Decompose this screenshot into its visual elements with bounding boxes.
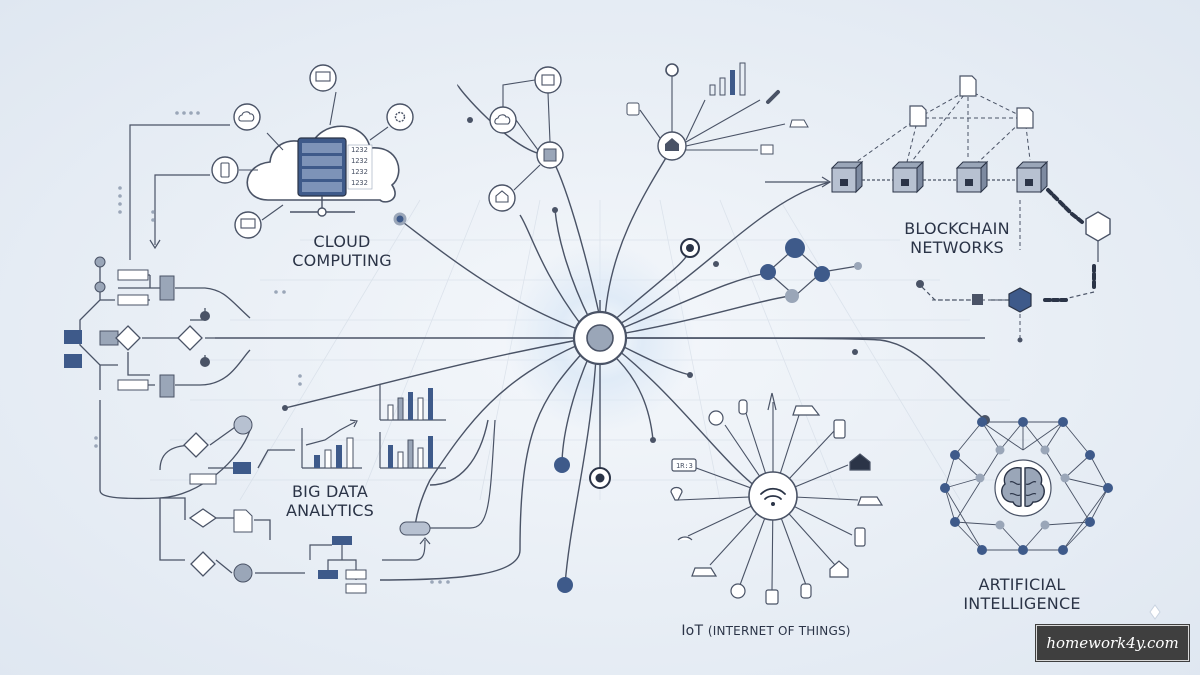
iot-hub: 1R:3 [670,392,884,605]
monitor-icon [309,64,337,92]
dial-icon [730,583,746,599]
camera-node-icon [534,66,562,94]
central-hub [572,310,628,366]
smart-home-cluster [626,62,809,161]
block-2 [891,160,925,194]
document-icons [909,75,1034,129]
big-data-analytics-label: BIG DATA ANALYTICS [270,482,390,520]
watermark-badge: homework4y.com [1035,624,1190,662]
artificial-intelligence-label: ARTIFICIAL INTELLIGENCE [952,575,1092,613]
router-icon [765,589,779,605]
iot-device-icons [670,392,884,605]
wifi-small-icon [677,536,693,541]
blockchain-networks-label: BLOCKCHAIN NETWORKS [897,219,1017,257]
mid-network-nodes [680,238,924,303]
car-small-icon [789,119,809,128]
bar-chart-small-icon [709,84,716,96]
speaker-icon [626,102,640,116]
chain-link-icon [1046,188,1084,224]
webcam-icon [665,63,679,77]
top-node-cluster [467,66,564,213]
brain-icon [1001,467,1045,508]
hexagon-filled-node [1008,287,1032,313]
sensor-icon [708,410,724,426]
bottom-center-nodes [554,349,990,593]
watch-icon [800,583,812,599]
server-code-2: 1232 [351,157,368,165]
plate-icon [671,458,697,472]
square-node [972,294,983,305]
car-icon [792,405,821,416]
gear-icon [386,103,414,131]
lock-small-icon [760,144,774,155]
tablet-icon [833,419,846,439]
server-code-1: 1232 [351,146,368,154]
car-2-icon [857,496,884,506]
wifi-icon [760,487,786,500]
bigdata-label-line1: BIG DATA [292,482,368,501]
server-code-4: 1232 [351,179,368,187]
iot-label-sub: (INTERNET OF THINGS) [707,624,851,638]
blockchain-cluster [765,75,1111,343]
block-3 [955,160,989,194]
block-1 [830,160,864,194]
plate-code: 1R:3 [676,462,693,470]
cloud-small-icon [233,103,261,131]
iot-label: IoT (INTERNET OF THINGS) [676,622,856,641]
ai-neural-network [940,417,1113,555]
house-icon [849,453,871,471]
ai-label-line1: ARTIFICIAL [978,575,1066,594]
antenna-icon [767,392,777,411]
phone-icon [211,156,239,184]
phone-2-icon [854,527,866,547]
blockchain-label-line1: BLOCKCHAIN [904,219,1010,238]
org-chart-icon [309,536,367,594]
bulb-icon [670,486,683,501]
blockchain-label-line2: NETWORKS [910,238,1004,257]
blockchain-blocks [830,160,1049,194]
desktop-icon [234,211,262,239]
car-3-icon [691,567,718,577]
left-flowchart [79,262,305,574]
document-page-icon [233,509,253,533]
big-data-charts [282,385,496,594]
flowchart-shapes [64,210,302,583]
corner-sparkle-icon [1149,604,1161,620]
cloud-computing-label: CLOUD COMPUTING [282,232,402,270]
trend-chart-icon [301,419,362,469]
server-code-3: 1232 [351,168,368,176]
pill-node [399,521,431,536]
smart-speaker-icon [738,399,748,415]
ai-label-line2: INTELLIGENCE [963,594,1081,613]
cloud-label-line2: COMPUTING [292,251,392,270]
iot-label-main: IoT [681,623,704,639]
cloud-label-line1: CLOUD [313,232,371,251]
thermometer-icon [766,90,780,104]
bar-chart-icon-2 [379,432,446,469]
block-4 [1015,160,1049,194]
hexagon-node [1085,211,1111,242]
cloud-computing-cluster: 1232 1232 1232 1232 [118,64,414,260]
home-node-icon [488,184,516,212]
bar-chart-icon-1 [379,385,446,421]
cloud-node-icon [489,106,517,134]
house-2-icon [829,560,849,578]
bigdata-label-line2: ANALYTICS [285,501,375,520]
